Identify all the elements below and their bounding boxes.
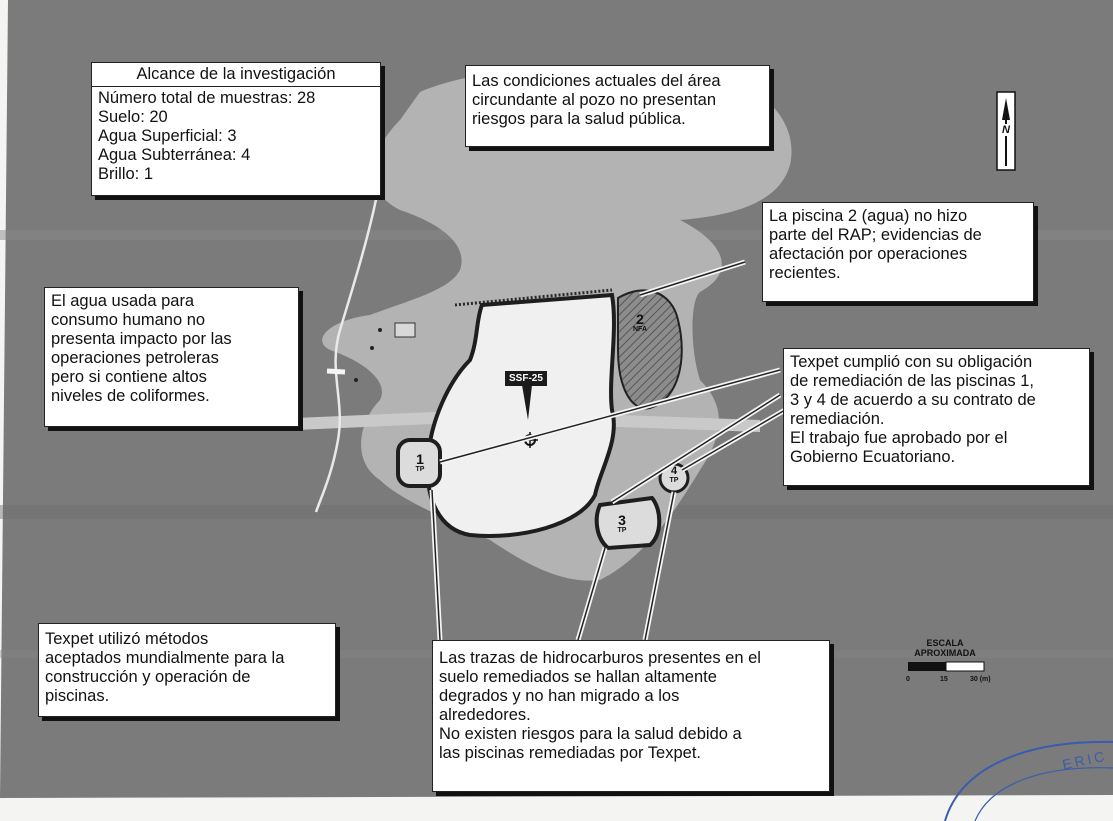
methods-callout: Texpet utilizó métodos aceptados mundial… [38, 623, 336, 717]
callout-line: Las trazas de hidrocarburos presentes en… [439, 649, 761, 667]
callout-line: de remediación de las piscinas 1, [790, 372, 1034, 390]
callout-line: Gobierno Ecuatoriano. [790, 448, 956, 466]
area-conditions-callout: Las condiciones actuales del área circun… [465, 65, 770, 147]
pit-status: TP [415, 466, 425, 473]
callout-line: presenta impacto por las [51, 330, 232, 348]
scale-tick-30: 30 (m) [970, 676, 991, 683]
callout-line: alrededores. [439, 706, 531, 724]
scope-groundwater: Agua Subterránea: 4 [98, 146, 251, 164]
callout-line: construcción y operación de [45, 668, 251, 686]
callout-line: afectación por operaciones [769, 245, 968, 263]
pit-4-label: 4 TP [664, 466, 684, 485]
scale-bar [908, 661, 985, 672]
pit-3-label: 3 TP [612, 513, 632, 535]
pit-status: TP [617, 527, 627, 534]
scope-title: Alcance de la investigación [92, 63, 380, 87]
callout-line: El trabajo fue aprobado por el [790, 429, 1008, 447]
investigation-scope-box: Alcance de la investigación Número total… [91, 62, 381, 196]
callout-line: Las condiciones actuales del área [472, 72, 721, 90]
pit-2-label: 2 NFA [628, 312, 652, 334]
callout-line: Texpet cumplió con su obligación [790, 353, 1033, 371]
scope-surface-water: Agua Superficial: 3 [98, 127, 237, 145]
hydrocarbons-callout: Las trazas de hidrocarburos presentes en… [432, 640, 830, 792]
scale-title-line-1: ESCALA [926, 638, 964, 648]
callout-line: las piscinas remediadas por Texpet. [439, 744, 702, 762]
callout-line: El agua usada para [51, 292, 195, 310]
pit-status: TP [669, 477, 679, 484]
callout-line: recientes. [769, 264, 841, 282]
callout-line: 3 y 4 de acuerdo a su contrato de [790, 391, 1036, 409]
well-platform [425, 292, 616, 538]
pit-2-note-callout: La piscina 2 (agua) no hizo parte del RA… [762, 202, 1034, 302]
pit-number: 3 [618, 512, 626, 528]
stream [314, 189, 380, 513]
callout-line: remediación. [790, 410, 885, 428]
pit-number: 4 [670, 465, 678, 477]
callout-line: pero si contiene altos [51, 368, 207, 386]
callout-line: La piscina 2 (agua) no hizo [769, 207, 968, 225]
callout-line: aceptados mundialmente para la [45, 649, 285, 667]
scale-tick-15: 15 [940, 676, 948, 683]
scope-total-samples: Número total de muestras: 28 [98, 89, 316, 107]
north-label: N [999, 124, 1013, 136]
callout-line: degrados y no han migrado a los [439, 687, 680, 705]
scope-soil: Suelo: 20 [98, 108, 168, 126]
pit-status: NFA [633, 326, 647, 333]
building [394, 322, 416, 338]
callout-line: niveles de coliformes. [51, 387, 210, 405]
scale-title: ESCALA APROXIMADA [900, 638, 990, 658]
callout-line: operaciones petroleras [51, 349, 219, 367]
scale-title-line-2: APROXIMADA [914, 648, 976, 658]
callout-line: parte del RAP; evidencias de [769, 226, 982, 244]
pit-2-shape [617, 289, 683, 410]
callout-line: circundante al pozo no presentan [472, 91, 717, 109]
pit-number: 1 [416, 451, 424, 467]
well-tag: SSF-25 [505, 371, 547, 386]
callout-line: consumo humano no [51, 311, 206, 329]
pit-1-shape [396, 438, 442, 488]
water-use-callout: El agua usada para consumo humano no pre… [44, 287, 299, 427]
callout-line: No existen riesgos para la salud debido … [439, 725, 742, 743]
scale-tick-0: 0 [906, 676, 910, 683]
pit-number: 2 [636, 311, 644, 327]
pit-3-shape [594, 495, 662, 551]
callout-line: piscinas. [45, 687, 110, 705]
scope-sheen: Brillo: 1 [98, 165, 154, 183]
callout-line: suelo remediados se hallan altamente [439, 668, 717, 686]
texpet-obligation-callout: Texpet cumplió con su obligación de reme… [783, 348, 1090, 486]
callout-line: riesgos para la salud pública. [472, 110, 686, 128]
well-tag-pointer [522, 385, 532, 420]
callout-line: Texpet utilizó métodos [45, 630, 209, 648]
stamp [944, 740, 1113, 821]
pit-1-label: 1 TP [410, 452, 430, 474]
